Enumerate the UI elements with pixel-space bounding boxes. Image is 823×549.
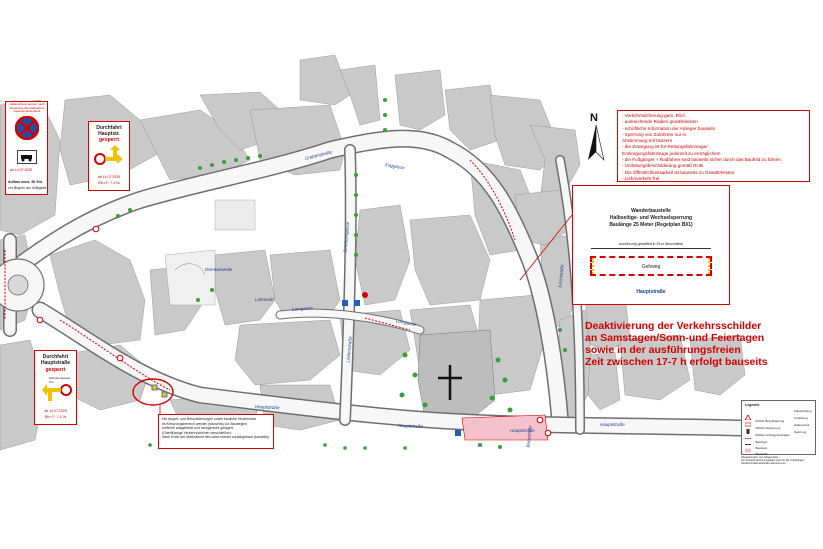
fence-icon [745,444,751,446]
sidewalk-yellow-marks [704,258,710,274]
note-item: - die Zuwegung ist für Rettungsfahrzeuge… [622,144,708,150]
roundabout [0,258,45,312]
legend-item-label: Mobile Beschilderung [755,419,785,423]
legend-right-item: Umleitung [794,416,808,420]
deactivation-line: an Samstagen/Sonn-und Feiertagen [585,332,765,344]
remark-line: Nach Ende der Maßnahme wird alles wieder… [162,435,270,439]
detail-box: Wanderbaustelle Halbseitige- und Wechsel… [572,185,730,305]
panel-validity-line2: vor Beginn der Gültigkeit [8,186,47,190]
note-item: - die Fußgänger + Radfahrer sind bauseit… [622,157,781,163]
street-label-hauptstrasse-3: Hauptstraße [510,428,535,433]
legend-item: Bauzaun [745,436,767,454]
north-label: N [590,112,598,124]
no-stopping-sign-icon [15,116,39,140]
legend-footer-line: Abweichungen von Anlagenplan / [741,456,780,459]
detail-pointer-line [519,214,573,281]
note-item: - schriftliche Information der Anlieger … [622,125,715,131]
street-label-lohmarkt: Lohmarkt [255,297,274,302]
detail-street-label: Hauptstraße [636,289,666,295]
legend-footer: Abweichungen von Anlagenplan / der Verke… [741,456,816,466]
note-item: - Sperrung von Zufahrten nur in [622,131,687,137]
legend-right-item: Sperrung [794,430,807,434]
legend-item-label: Mobile Absperrung [755,426,781,430]
legend-item: Baustelle [745,442,768,460]
notes-box: - Verkehrssicherung gem. RSA - ausreiche… [617,110,810,182]
street-label-hauptstrasse-2: Hauptstraße [600,422,625,427]
sidewalk-label: Gehweg [641,264,661,270]
no-stopping-panel: Halteverbote werden nach Abschluss der M… [5,101,48,195]
open-square [164,199,256,306]
remark-line: Die Ampel- und Beschilderungen sowie bau… [162,417,257,421]
legend-footer-line: Straßenverkehrsbehörde abzustimmen [741,462,786,466]
note-item: Abstimmung mit Nutzern [622,138,673,144]
note-item: - Verkehrssicherung gem. RSA [622,113,686,118]
legend-title: Legende [745,403,760,407]
closure-left-arrow-label: Schützengasse/ Krs [49,376,71,384]
legend-item: Bauzaun [745,430,767,448]
legend-item-label: Bauzaun [755,446,768,450]
deactivation-line: Deaktivierung der Verkehrsschilder [585,320,762,332]
legend-item: Mobile Lichtsignal-Anlage [745,423,790,441]
fence-icon [745,438,751,440]
deactivation-line: Zeit zwischen 17-7 h erfolgt bauseits [585,356,768,368]
legend: Legende Mobile Beschilderung Mobile Absp… [741,400,816,456]
green-markers [116,98,567,450]
north-arrow [588,124,605,161]
tow-away-sign-icon [17,150,37,164]
legend-right-item: Halteverbot [794,423,810,427]
deactivation-line: sowie in der ausführungsfreien [585,344,741,356]
site-area-icon [745,448,751,453]
detour-arrow-left-icon [42,384,72,401]
construction-zone [461,414,549,441]
closure-top-ref: Rb-r F: 7-1?/s [98,181,120,185]
detail-dim-line [591,248,711,249]
church-building [417,329,496,421]
traffic-light-icon [746,429,750,435]
closure-left-title-2: Hauptstraße [40,360,71,366]
remark-line: entfernt/ ausgeblickt und fachgerecht ge… [162,426,234,430]
panel-validity-line1: Aufbau mind. 96 Std. [8,180,43,184]
note-item: - Lieferverkehr frei [622,175,660,181]
sidewalk-strip: Gehweg [590,256,712,276]
closure-left-title-1: Durchfahrt [42,354,69,360]
closure-left-status: gesperrt [45,367,66,373]
legend-item: Mobile Absperrung [744,416,781,434]
detour-arrow-icon [94,145,123,165]
closure-top-title-1: Durchfahrt [96,125,122,131]
street-label-doerrweinzeile: Dörrweinzeile [205,267,233,272]
remark-line: (Überflüssige Verkehrszeichen verschließ… [162,430,232,435]
note-item: - Umleitungsbeschilderung gemäß RUB. [622,163,705,169]
detail-dim-note: Ausführung gestaffelt in 25 m Abschnitte… [618,242,684,246]
closure-sign-left: Durchfahrt Hauptstraße gesperrt Schützen… [34,350,77,425]
street-label-hauptstrasse-1: Hauptstraße [397,423,423,429]
legend-footer-line: der Verkehrszeichenregelplan sind mit de… [741,459,805,463]
note-item: Entsorgungsfahrzeuge jederzeit zu ermögl… [622,150,721,156]
detail-title: Wanderbaustelle [631,208,671,214]
detail-line3: Baulänge 25 Meter (Regelplan BI/1) [609,222,693,228]
closure-top-title-2: Hauptstr. [98,131,120,137]
sign-markers [36,225,552,437]
panel-header-note: Halteverbote werden nach Abschluss der M… [9,102,45,114]
deactivation-notice: Deaktivierung der Verkehrsschilder an Sa… [585,320,775,368]
closure-top-status: gesperrt [98,137,119,143]
remark-box: Die Ampel- und Beschilderungen sowie bau… [158,414,274,449]
closure-top-date: ab 14.07.2025 [97,175,121,179]
panel-date: ab 14.07.2025 [10,168,33,172]
detail-line2: Halbseitige- und Wechselsperrung [609,215,693,221]
note-item: - Die Öffentlichkeitsarbeit ist bauseits… [622,169,735,175]
legend-right-item: Fahrtrichtung [794,409,812,413]
highlight-ellipse [132,378,174,406]
closure-left-date: ab 14.07.2025 [44,409,67,413]
closure-sign-top: Durchfahrt Hauptstr. gesperrt ab 14.07.2… [88,121,130,191]
remark-line: im Kreuzungsbereich werden (bauseits) vo… [162,421,248,426]
note-item: - ausreichende Radien gewährleisten [622,119,698,125]
legend-item-label: Bauzaun [755,440,768,444]
sidewalk-yellow-marks [592,258,598,274]
legend-item: Mobile Beschilderung [744,409,785,427]
legend-item-label: Baustelle [755,452,768,456]
legend-item-label: Mobile Lichtsignal-Anlage [755,433,790,437]
closure-left-ref: Rb-r F: 7-1?/s [44,415,67,419]
